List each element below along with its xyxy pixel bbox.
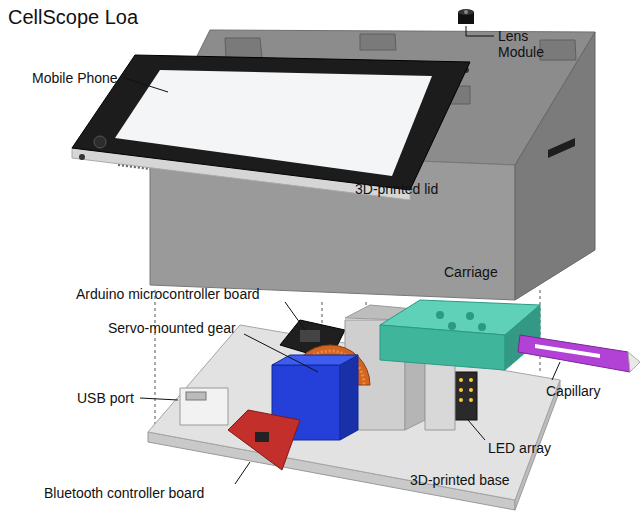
part-label: 3D-printed lid [355,181,438,197]
capillary [518,335,640,372]
base [148,325,560,510]
bluetooth-board [228,410,300,470]
part-label: Lens Module [498,28,554,60]
part-label: USB port [77,390,134,406]
carriage [380,300,540,370]
leader-lines [124,26,560,484]
part-label: Capillary [546,383,600,399]
mobile-phone [72,55,470,200]
part-label: Mobile Phone [32,70,118,86]
part-label: Bluetooth controller board [44,485,204,501]
part-label: Arduino microcontroller board [76,286,260,302]
title: CellScope Loa [8,6,138,29]
part-label: Servo-mounted gear [108,320,236,336]
usb-port [180,388,228,425]
part-label: Carriage [444,264,498,280]
lens-module [458,9,474,24]
led-array [455,372,477,420]
part-label: 3D-printed base [410,472,510,488]
part-label: LED array [488,440,551,456]
